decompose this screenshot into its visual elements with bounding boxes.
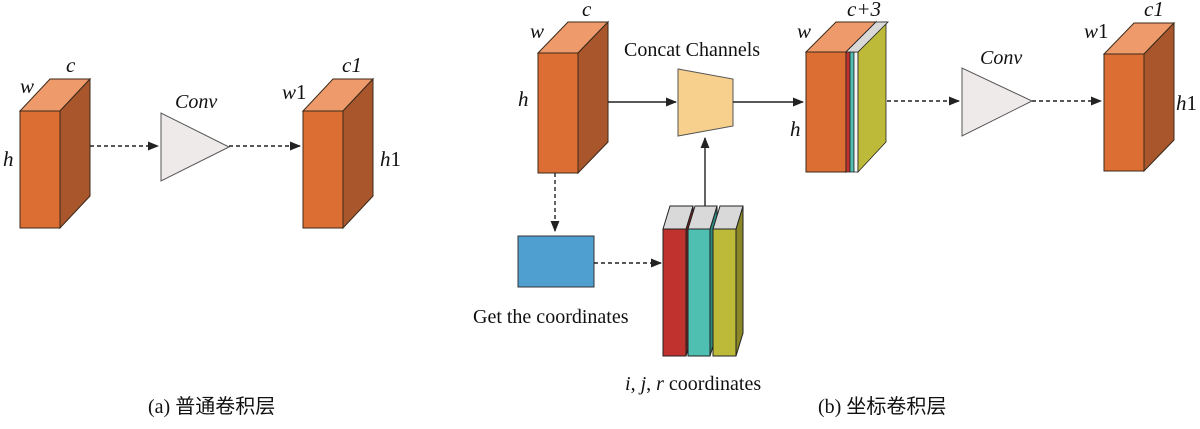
panel-b-input-c-label: c (582, 0, 592, 21)
plane-face (662, 228, 687, 357)
panel-b-concat-output-block (804, 20, 889, 174)
panel-a-conv-triangle (160, 112, 231, 182)
slice-teal (849, 51, 855, 173)
block-front-face (537, 52, 579, 174)
panel-a-output-block (301, 77, 375, 230)
panel-a-caption: (a) 普通卷积层 (148, 395, 275, 418)
panel-b: w c h Concat Channels Get the coordinate… (473, 0, 1197, 418)
panel-b-output-w-label: w1 (1084, 19, 1109, 43)
panel-a-output-c-label: c1 (342, 53, 362, 77)
panel-b-input-h-label: h (518, 87, 529, 111)
panel-b-get-coords-box (517, 235, 595, 288)
panel-a-input-block (18, 77, 92, 230)
panel-a-input-c-label: c (66, 53, 76, 77)
panel-b-input-block (536, 20, 610, 175)
panel-b-concat-h-label: h (790, 117, 801, 141)
plane-top (662, 205, 694, 230)
plane-edge (735, 205, 744, 357)
panel-b-coord-planes (662, 205, 744, 357)
slice-top-strip (845, 21, 889, 53)
slice-red (845, 51, 851, 173)
coord-plane-r (712, 205, 744, 357)
panel-b-conv-triangle (961, 67, 1034, 137)
panel-a-input-w-label: w (20, 74, 34, 98)
panel-b-concat-label: Concat Channels (624, 39, 760, 61)
block-front-face (302, 110, 344, 229)
block-front-face (1103, 53, 1145, 172)
panel-b-concat-trapezoid (677, 68, 734, 137)
panel-a-output-w-label: w1 (282, 80, 307, 104)
panel-b-concat-w-label: w (797, 19, 811, 43)
panel-b-get-coords-label: Get the coordinates (473, 306, 629, 328)
panel-b-input-w-label: w (530, 19, 544, 43)
panel-a-output-h-label: h1 (380, 147, 401, 171)
panel-b-coords-label: i, j, r coordinates (625, 373, 761, 395)
plane-top (687, 205, 718, 230)
panel-a: w c h Conv w1 c1 h1 (a) 普通卷积层 (3, 53, 401, 418)
plane-top (712, 205, 744, 230)
block-front-face (805, 51, 847, 173)
panel-b-conv-label: Conv (980, 47, 1022, 69)
panel-a-conv-label: Conv (175, 91, 217, 113)
panel-b-output-block (1102, 21, 1176, 173)
plane-face (687, 228, 711, 357)
panel-b-concat-c-label: c+3 (847, 0, 881, 21)
slice-white (853, 51, 859, 173)
panel-b-output-c-label: c1 (1144, 0, 1164, 21)
plane-face (712, 228, 737, 357)
panel-b-caption: (b) 坐标卷积层 (818, 395, 946, 418)
panel-b-output-h-label: h1 (1176, 91, 1197, 115)
block-front-face (19, 110, 61, 229)
panel-a-input-h-label: h (3, 147, 14, 171)
